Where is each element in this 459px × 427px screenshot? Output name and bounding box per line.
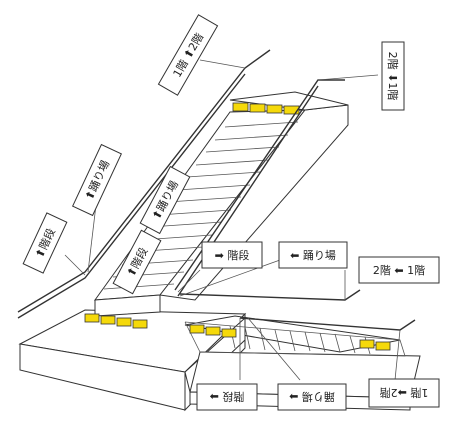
tactile-block: [283, 105, 300, 115]
tactile-block: [221, 328, 237, 338]
tactile-block: [232, 102, 249, 112]
label-text: ⬅ 踊り場: [290, 249, 336, 262]
tactile-block: [84, 313, 100, 323]
label-top-right: 2階 ⬇1階: [381, 41, 405, 111]
tactile-paving: [84, 102, 391, 351]
label-text: 2階 ⬅ 1階: [373, 263, 425, 277]
label-bottom-stairs: 階段 ➡: [196, 383, 258, 411]
label-top-left: 1階 ⬆2階: [157, 14, 219, 96]
tactile-block: [189, 324, 205, 334]
label-text: 2階 ⬇1階: [386, 52, 400, 101]
left-handrail: [17, 49, 271, 313]
left-handrail-lower: [17, 73, 246, 319]
label-text: 踊り場 ➡: [289, 390, 335, 403]
label-floor-right: 2階 ⬅ 1階: [358, 256, 440, 284]
label-stairs-left: ⬆階段: [22, 212, 68, 274]
tactile-block: [132, 319, 148, 329]
handrails: [17, 49, 416, 331]
tactile-block: [116, 317, 132, 327]
tactile-block: [100, 315, 116, 325]
tactile-block: [205, 326, 221, 336]
center-handrail-lower: [177, 85, 319, 297]
label-text: 1階 ➡2階: [380, 386, 429, 400]
landing-handrail: [179, 289, 361, 301]
tactile-block: [375, 341, 391, 351]
label-stairs-center: ➡ 階段: [201, 241, 263, 269]
label-bottom-landing: 踊り場 ➡: [277, 383, 347, 411]
tactile-block: [359, 339, 375, 349]
tactile-block: [266, 104, 283, 114]
label-landing-center: ⬅ 踊り場: [278, 241, 348, 269]
lower-stair-flight: [184, 321, 406, 357]
label-bottom-right: 1階 ➡2階: [368, 378, 440, 408]
label-landing-left: ⬆踊り場: [71, 143, 123, 217]
label-text: 階段 ➡: [210, 390, 245, 404]
label-text: ➡ 階段: [215, 248, 250, 262]
tactile-block: [249, 103, 266, 113]
leader-lines: [64, 59, 401, 381]
